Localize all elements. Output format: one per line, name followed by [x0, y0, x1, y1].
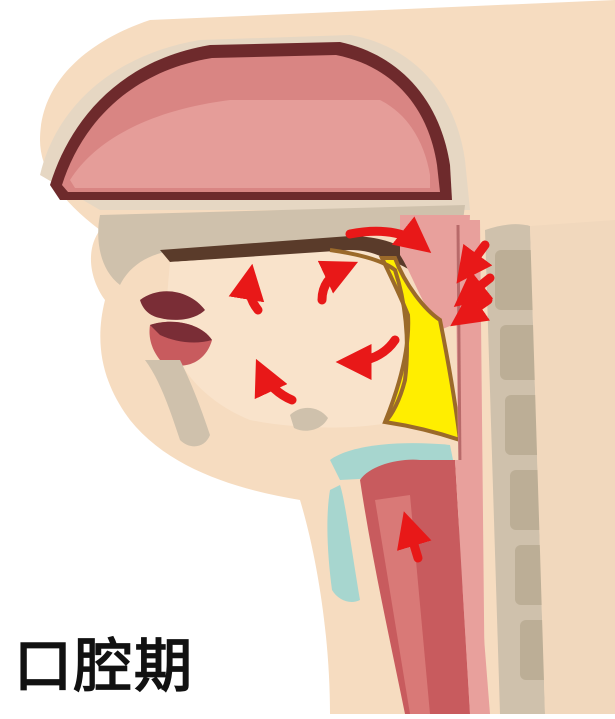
phase-label: 口腔期 — [14, 637, 194, 695]
cervical-spine — [485, 220, 615, 714]
